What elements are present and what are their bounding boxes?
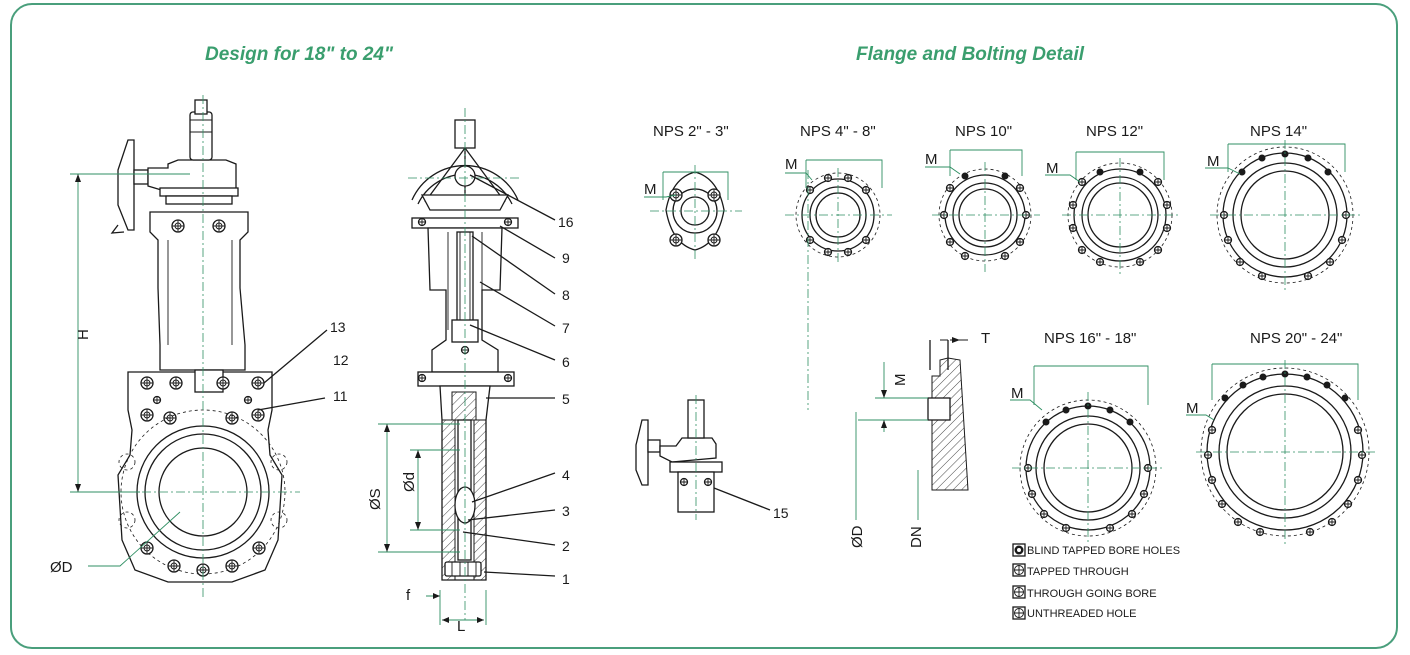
dim-M-nps-10: M xyxy=(925,151,938,168)
flange-nps-14 xyxy=(1205,140,1360,292)
dim-f: f xyxy=(406,587,411,604)
flange-nps-16-18 xyxy=(1010,365,1162,545)
part-11: 11 xyxy=(333,388,348,404)
part-7: 7 xyxy=(562,320,570,336)
dim-M-nps-20-24: M xyxy=(1186,400,1199,417)
legend-through-bore: THROUGH GOING BORE xyxy=(1027,588,1157,600)
part-5: 5 xyxy=(562,391,570,407)
flange-title-nps-4-8: NPS 4" - 8" xyxy=(800,123,876,140)
part-16: 16 xyxy=(558,214,574,230)
dim-Od: Ød xyxy=(401,472,418,492)
flange-nps-10 xyxy=(925,149,1040,272)
part-13: 13 xyxy=(330,319,346,335)
dim-M-nps-2-3: M xyxy=(644,181,657,198)
flange-nps-4-8 xyxy=(785,159,892,410)
dim-OD-section: ØD xyxy=(849,525,866,548)
flange-title-nps-20-24: NPS 20" - 24" xyxy=(1250,330,1342,347)
flange-title-nps-12: NPS 12" xyxy=(1086,123,1143,140)
title-flange-bolting: Flange and Bolting Detail xyxy=(856,44,1085,65)
part-4: 4 xyxy=(562,467,570,483)
flange-nps-12 xyxy=(1045,151,1180,276)
part-9: 9 xyxy=(562,250,570,266)
drawing-frame xyxy=(10,3,1398,649)
side-view xyxy=(378,108,556,625)
part-3: 3 xyxy=(562,503,570,519)
dim-OD-front: ØD xyxy=(50,559,73,576)
part-1: 1 xyxy=(562,571,570,587)
flange-section-detail xyxy=(855,337,969,520)
flange-title-nps-10: NPS 10" xyxy=(955,123,1012,140)
flange-title-nps-2-3: NPS 2" - 3" xyxy=(653,123,729,140)
part-15: 15 xyxy=(773,505,789,521)
front-view xyxy=(70,95,328,600)
legend-icons xyxy=(1012,543,1026,620)
actuator-detail-view xyxy=(635,395,771,520)
dim-M-nps-4-8: M xyxy=(785,156,798,173)
title-design-18-24: Design for 18" to 24" xyxy=(205,44,394,65)
dim-OS: ØS xyxy=(367,488,384,510)
dim-M-nps-12: M xyxy=(1046,160,1059,177)
part-12: 12 xyxy=(333,352,349,368)
legend-blind-tapped: BLIND TAPPED BORE HOLES xyxy=(1027,545,1180,557)
dim-H: H xyxy=(75,329,92,340)
dim-M-nps-16-18: M xyxy=(1011,385,1024,402)
dim-DN: DN xyxy=(908,526,925,548)
dim-L: L xyxy=(457,618,465,635)
dim-M-nps-14: M xyxy=(1207,153,1220,170)
flange-nps-20-24 xyxy=(1186,360,1375,545)
flange-nps-2-3 xyxy=(644,165,742,260)
flange-title-nps-14: NPS 14" xyxy=(1250,123,1307,140)
part-8: 8 xyxy=(562,287,570,303)
part-6: 6 xyxy=(562,354,570,370)
dim-T: T xyxy=(981,330,990,347)
legend-unthreaded: UNTHREADED HOLE xyxy=(1027,608,1136,620)
legend-tapped-through: TAPPED THROUGH xyxy=(1027,566,1129,578)
dim-M-section: M xyxy=(892,374,909,387)
flange-title-nps-16-18: NPS 16" - 18" xyxy=(1044,330,1136,347)
part-2: 2 xyxy=(562,538,570,554)
